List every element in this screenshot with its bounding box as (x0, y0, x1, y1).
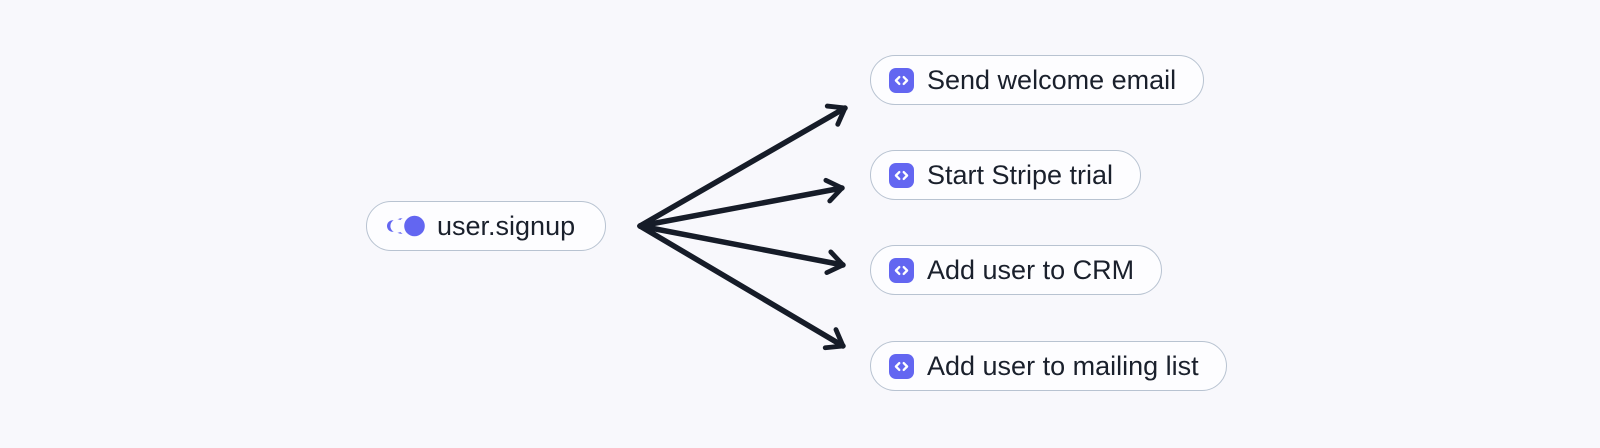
function-label: Add user to CRM (927, 254, 1135, 285)
function-node[interactable]: Add user to mailing list (870, 341, 1227, 391)
code-icon (889, 353, 914, 379)
function-label: Add user to mailing list (927, 350, 1199, 381)
event-ripple-icon (387, 214, 425, 238)
code-icon (889, 67, 914, 93)
fanout-arrow (637, 223, 846, 276)
function-label: Start Stripe trial (927, 159, 1114, 190)
function-node[interactable]: Send welcome email (870, 55, 1205, 105)
fanout-arrow (637, 177, 845, 229)
trigger-label: user.signup (437, 210, 576, 241)
fanout-arrow (637, 223, 846, 351)
function-node[interactable]: Add user to CRM (870, 245, 1163, 295)
trigger-node-user-signup[interactable]: user.signup (366, 201, 607, 251)
function-node[interactable]: Start Stripe trial (870, 150, 1142, 200)
function-label: Send welcome email (927, 64, 1177, 95)
fanout-arrows (637, 103, 848, 351)
code-icon (889, 162, 914, 188)
fanout-arrow (637, 103, 848, 229)
code-icon (889, 257, 914, 283)
